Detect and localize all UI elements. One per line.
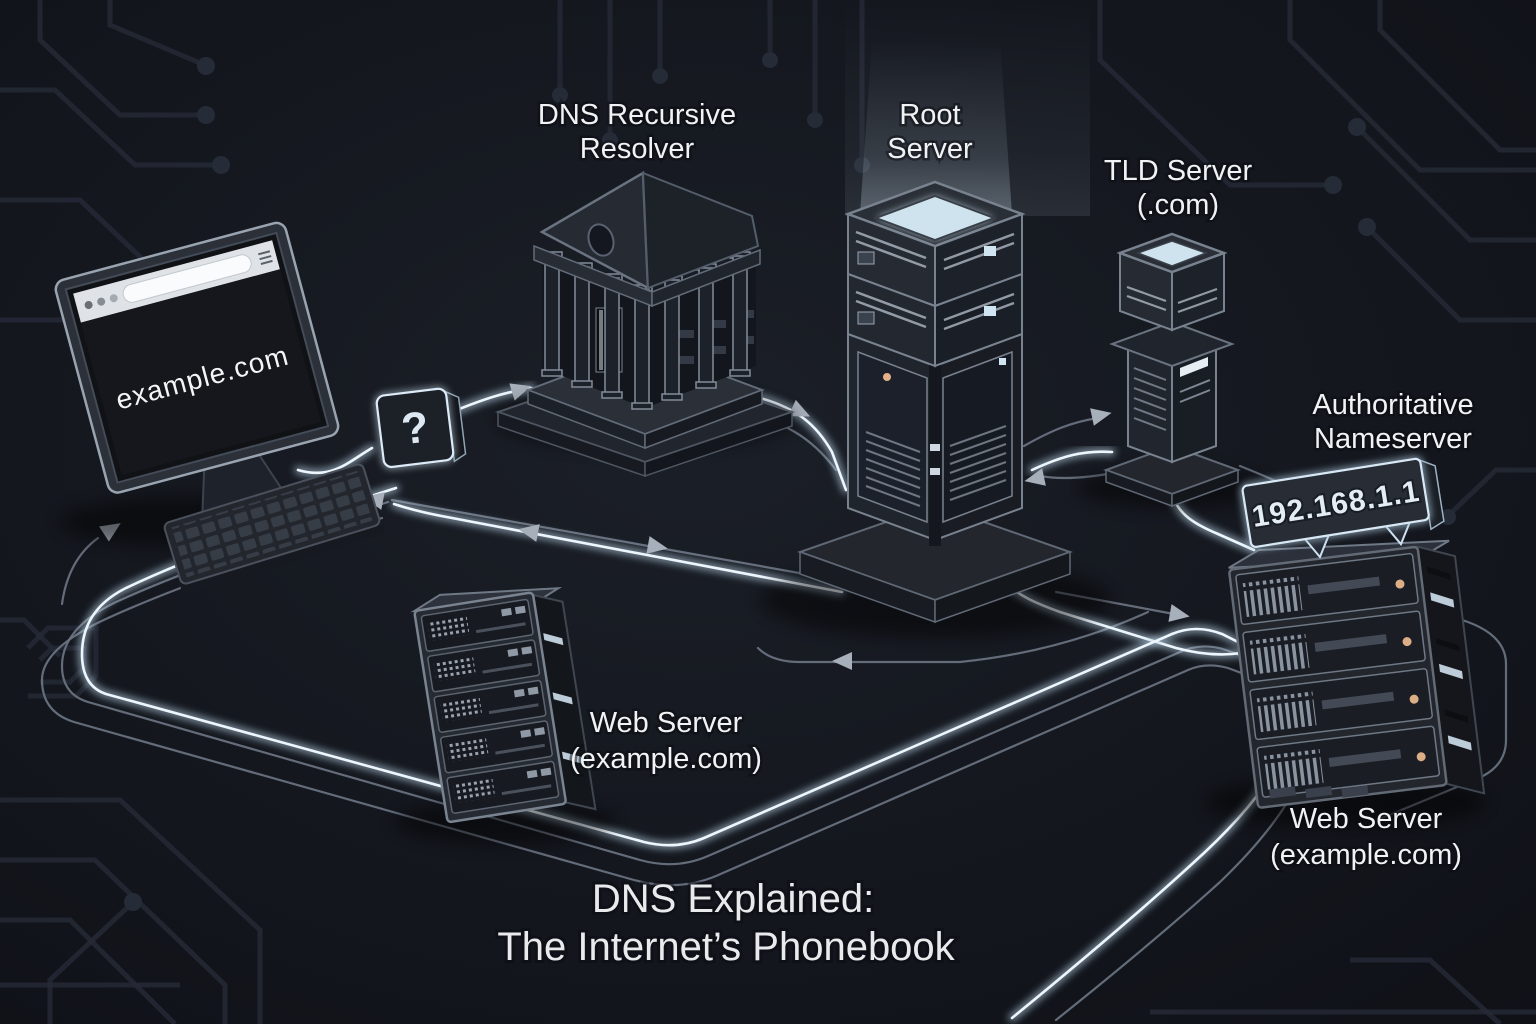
pediment-window <box>587 223 615 257</box>
tld-server-illustration <box>1103 232 1241 508</box>
query-box: ? <box>375 387 467 469</box>
connection-root-tld <box>1022 416 1100 448</box>
window-dot-icon <box>84 300 93 309</box>
tld-label-line2: (.com) <box>1137 189 1219 221</box>
authoritative-label-line1: Authoritative <box>1312 389 1473 421</box>
ip-address-badge: 192.168.1.1 <box>1240 456 1445 559</box>
authoritative-rack-illustration <box>1228 539 1486 809</box>
web-server-rack-illustration <box>410 586 597 824</box>
connection-band-query <box>390 498 840 582</box>
rack-units <box>1235 552 1441 798</box>
web-server-right-label-line1: Web Server <box>1290 803 1443 835</box>
resolver-label-line1: DNS Recursive <box>538 99 736 131</box>
diagram-title: DNS Explained: The Internet’s Phonebook <box>494 874 958 972</box>
tower-screen <box>873 194 997 242</box>
tower-vents <box>865 425 1007 507</box>
authoritative-label-line2: Nameserver <box>1314 423 1472 455</box>
resolver-label-line2: Resolver <box>580 133 695 165</box>
connection-response-mid <box>756 610 1150 664</box>
window-dot-icon <box>97 297 106 306</box>
light-beam <box>845 0 1090 216</box>
menu-icon[interactable] <box>258 250 273 265</box>
connection-bottom-right2 <box>1054 796 1292 1022</box>
connection-branch-monitor <box>60 536 100 606</box>
browser-page <box>80 269 321 476</box>
keyboard-illustration <box>163 463 385 595</box>
web-server-right-label-line2: (example.com) <box>1270 839 1462 871</box>
monitor-illustration: example.com <box>54 221 385 595</box>
root-label-line2: Server <box>887 133 973 165</box>
indicator-light <box>999 358 1006 365</box>
browser-window: example.com <box>73 240 321 476</box>
web-server-left-label-line1: Web Server <box>590 707 743 739</box>
resolver-bank-illustration <box>494 170 796 478</box>
web-server-left-label-line2: (example.com) <box>570 743 762 775</box>
indicator-light <box>883 373 891 381</box>
question-mark-icon: ? <box>399 402 432 454</box>
title-line1: DNS Explained: <box>592 877 874 921</box>
tower-seam <box>929 360 941 546</box>
rack-units <box>420 598 560 814</box>
title-line2: The Internet’s Phonebook <box>497 925 955 969</box>
bank-roof <box>641 171 760 290</box>
tld-label-line1: TLD Server <box>1104 155 1253 187</box>
connection-rack-side-loop <box>1380 618 1508 820</box>
head-vents <box>855 230 1015 331</box>
tld-screen <box>1135 240 1209 267</box>
window-dot-icon <box>109 294 118 303</box>
address-bar[interactable] <box>121 253 253 305</box>
bank-entablature <box>651 248 761 308</box>
root-label-line1: Root <box>899 99 960 131</box>
root-server-illustration <box>796 180 1074 624</box>
node-labels: DNS Recursive Resolver Root Server TLD S… <box>535 97 1476 874</box>
